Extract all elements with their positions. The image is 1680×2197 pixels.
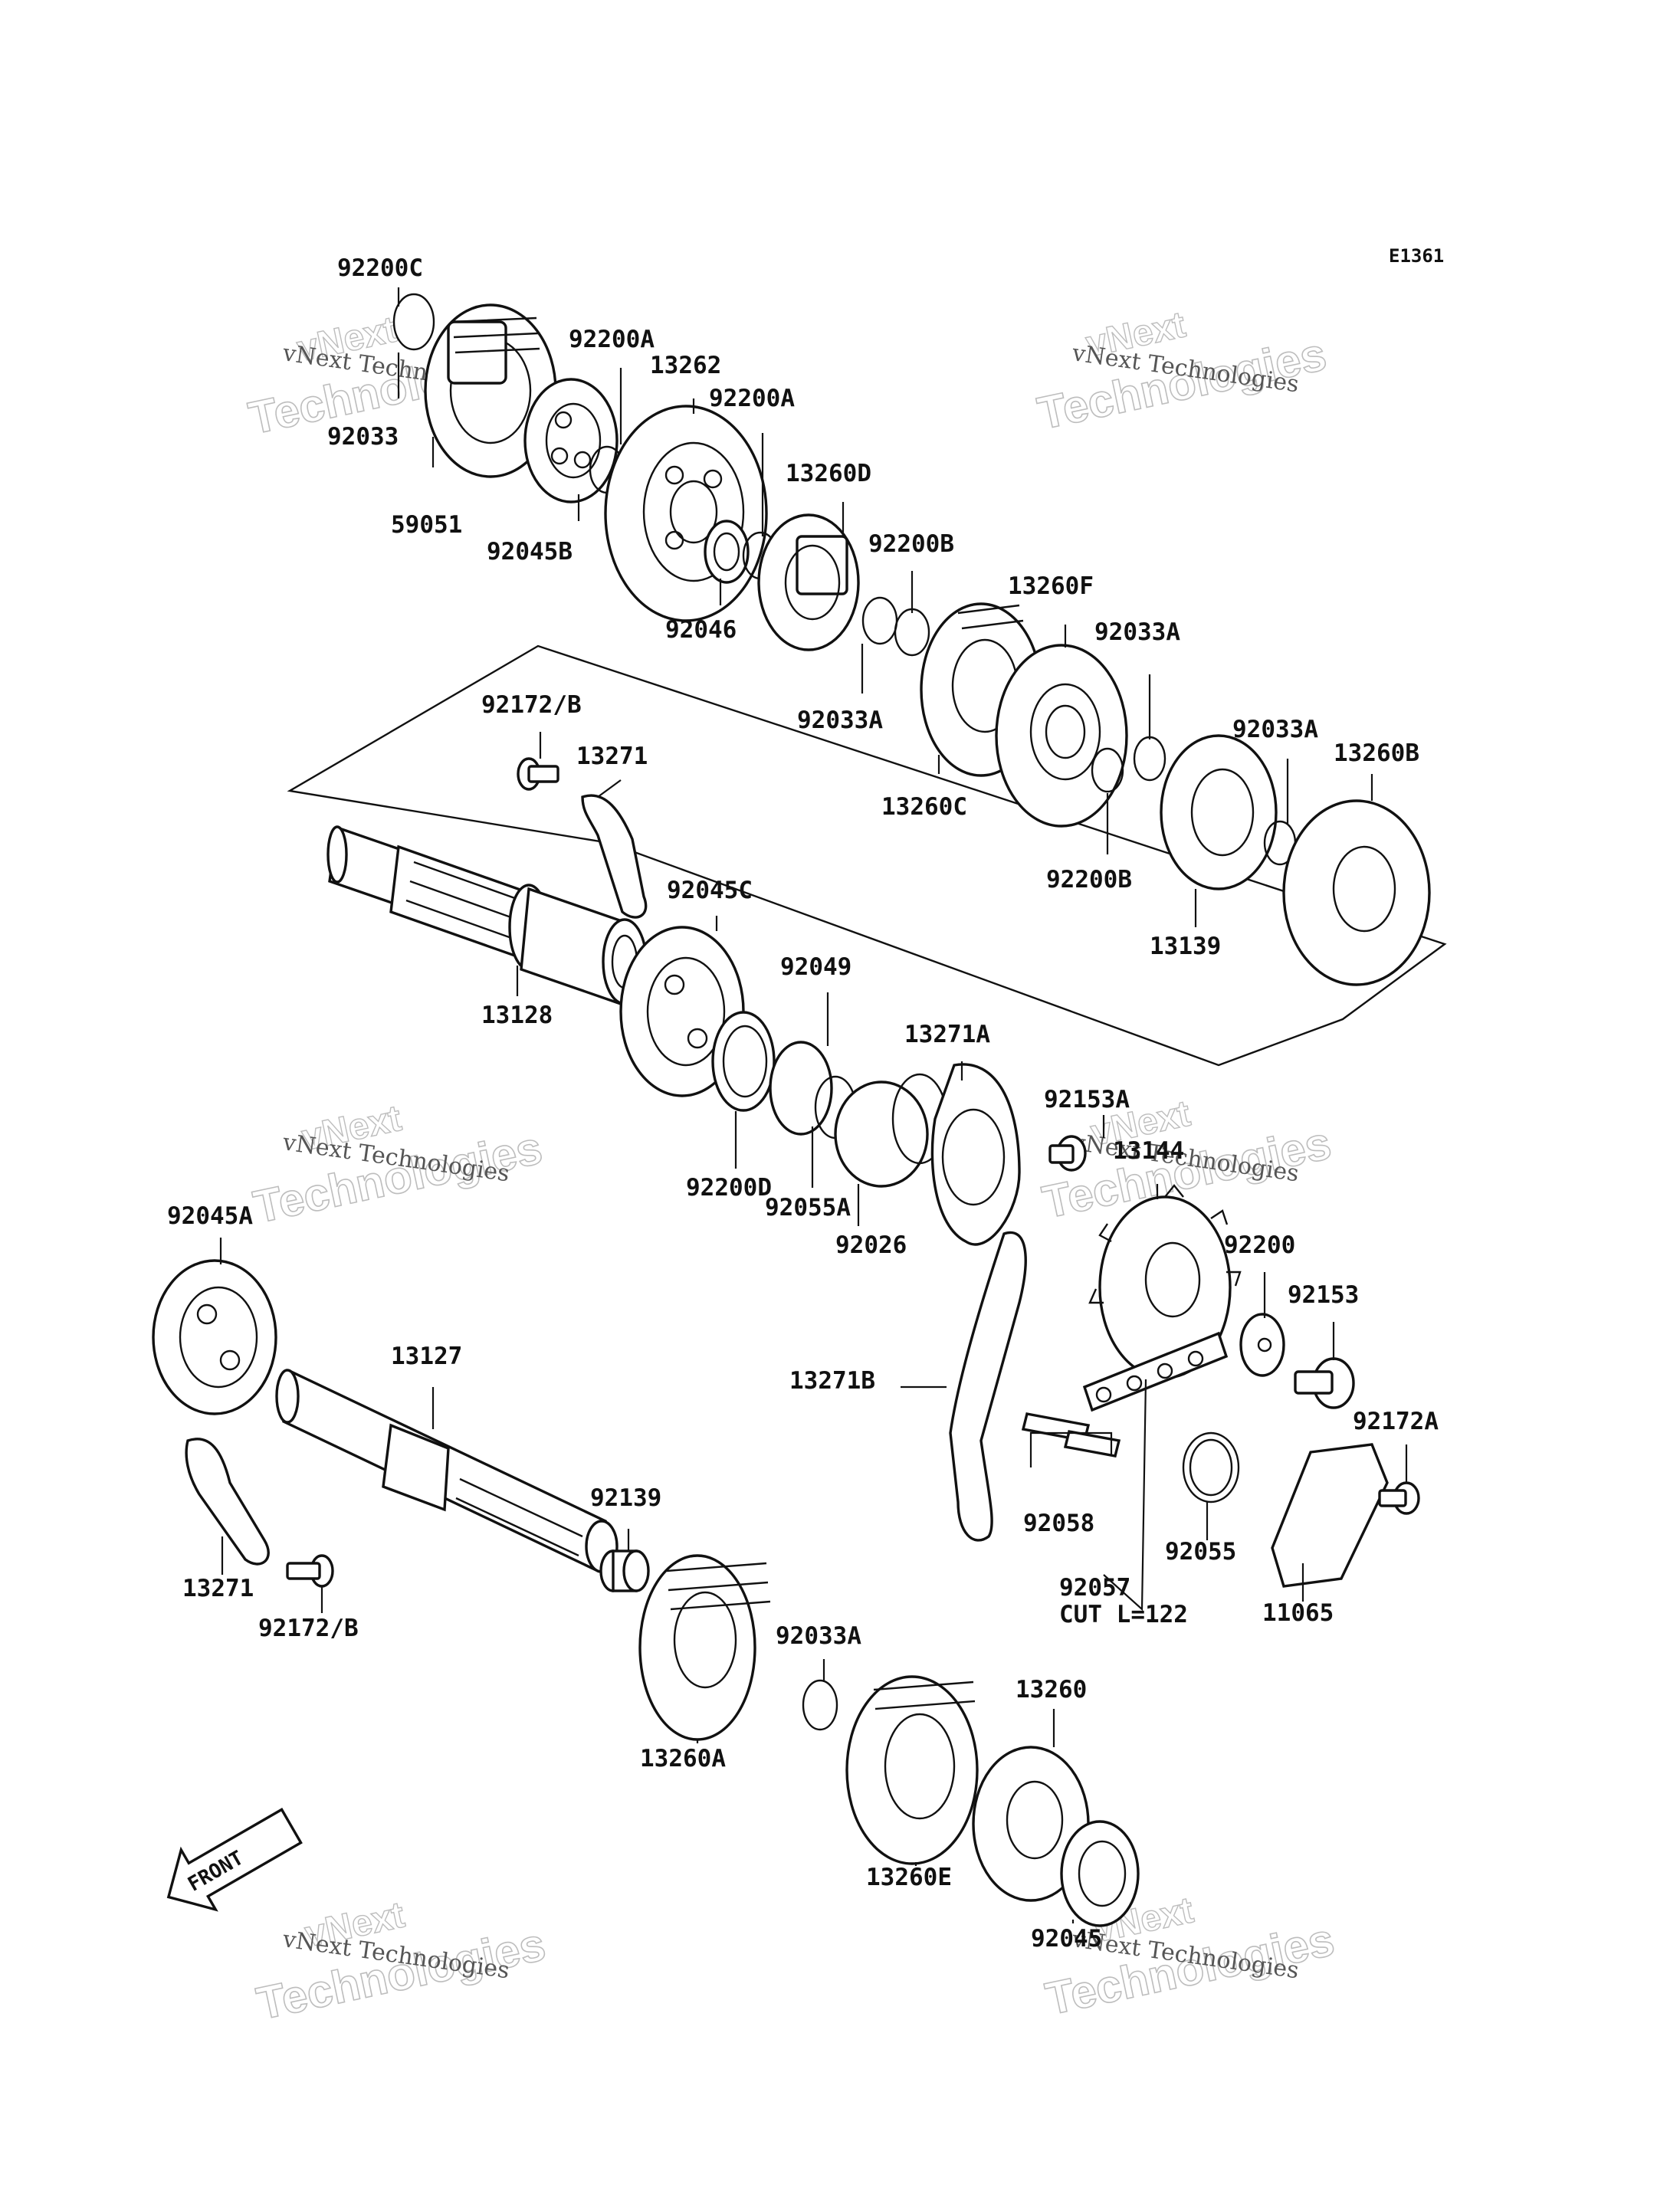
gear-13262-shape bbox=[604, 405, 768, 622]
collar-92049-shape bbox=[769, 1041, 833, 1136]
gear-13260b-shape bbox=[1282, 799, 1431, 986]
circlip-92033a-1-shape bbox=[861, 596, 898, 645]
guide-13271a-shape bbox=[930, 1063, 1021, 1246]
washer-92200-shape bbox=[1239, 1313, 1285, 1377]
label-13260b: 13260B bbox=[1334, 739, 1419, 767]
front-arrow-icon: FRONT bbox=[166, 1808, 303, 1912]
label-92055: 92055 bbox=[1165, 1538, 1236, 1566]
leader-lines bbox=[219, 287, 1408, 1923]
gear-13260a-shape bbox=[638, 1554, 771, 1741]
label-13271-top: 13271 bbox=[576, 743, 648, 770]
label-92200d: 92200D bbox=[686, 1174, 772, 1202]
label-13260a: 13260A bbox=[640, 1745, 726, 1772]
label-92172b-top: 92172/B bbox=[481, 691, 582, 719]
label-92033a-4: 92033A bbox=[776, 1622, 861, 1650]
label-92058: 92058 bbox=[1023, 1510, 1094, 1537]
label-13260e: 13260E bbox=[866, 1864, 952, 1891]
label-92026: 92026 bbox=[835, 1231, 907, 1259]
label-13271b: 13271B bbox=[789, 1367, 875, 1395]
plate-13271-bottom-shape bbox=[185, 1438, 270, 1566]
label-92033a-3: 92033A bbox=[1232, 716, 1318, 743]
label-92200b-1: 92200B bbox=[868, 530, 954, 558]
label-92033a-1: 92033A bbox=[797, 707, 883, 734]
bearing-92045a-shape bbox=[152, 1259, 277, 1415]
label-92055a: 92055A bbox=[765, 1194, 851, 1221]
label-13139: 13139 bbox=[1150, 933, 1221, 960]
bolt-92172b-top-shape bbox=[517, 757, 559, 791]
circlip-92200c-shape bbox=[392, 293, 435, 351]
cover-11065-shape bbox=[1271, 1443, 1389, 1588]
chain-92057-shape bbox=[1082, 1331, 1229, 1412]
label-92172b-bottom: 92172/B bbox=[258, 1615, 359, 1642]
label-92200b-2: 92200B bbox=[1046, 866, 1132, 894]
washer-92200b-1-shape bbox=[894, 608, 930, 657]
label-11065: 11065 bbox=[1262, 1599, 1334, 1627]
input-shaft-13127-shape bbox=[275, 1369, 619, 1573]
bolt-92172a-shape bbox=[1378, 1481, 1420, 1515]
label-13271a: 13271A bbox=[904, 1021, 990, 1048]
top-shaft-parts bbox=[392, 293, 1431, 986]
label-13260c: 13260C bbox=[881, 793, 967, 821]
label-13260f: 13260F bbox=[1008, 572, 1094, 600]
label-92200a-2: 92200A bbox=[709, 385, 795, 412]
shifter-13139-shape bbox=[1160, 734, 1278, 890]
label-92045c: 92045C bbox=[667, 877, 753, 904]
bearing-92045b-shape bbox=[523, 378, 619, 503]
diagram-code: E1361 bbox=[1389, 245, 1444, 267]
circlip-92033a-4-shape bbox=[802, 1679, 838, 1731]
label-92046: 92046 bbox=[665, 616, 737, 644]
label-13127: 13127 bbox=[391, 1343, 462, 1370]
bolt-92153-shape bbox=[1294, 1357, 1355, 1409]
arm-13271b-shape bbox=[949, 1231, 1027, 1542]
bolt-92172b-bottom-shape bbox=[286, 1554, 334, 1588]
label-92045: 92045 bbox=[1031, 1925, 1102, 1953]
label-92200a-1: 92200A bbox=[569, 326, 655, 353]
label-92033a-2: 92033A bbox=[1094, 618, 1180, 646]
needle-bearing-92046-shape bbox=[704, 520, 750, 584]
chain-link-92058-shape bbox=[1021, 1412, 1121, 1458]
label-92200: 92200 bbox=[1224, 1231, 1295, 1259]
bearing-92045-shape bbox=[1060, 1820, 1140, 1927]
label-92153a: 92153A bbox=[1044, 1086, 1130, 1113]
washer-92200d-shape bbox=[711, 1011, 776, 1112]
label-13260: 13260 bbox=[1016, 1676, 1087, 1703]
washer-92200b-2-shape bbox=[1091, 747, 1124, 793]
oring-92055-shape bbox=[1182, 1431, 1240, 1503]
circlip-92033a-2-shape bbox=[1133, 736, 1166, 782]
part-labels: 92200C 92033 59051 92045B 92200A 13262 9… bbox=[167, 254, 1439, 1953]
gear-13260d-shape bbox=[757, 513, 860, 651]
label-92172a: 92172A bbox=[1353, 1408, 1439, 1435]
output-shaft-13128-shape bbox=[326, 825, 648, 1006]
label-92033: 92033 bbox=[327, 423, 399, 451]
label-13144: 13144 bbox=[1113, 1137, 1184, 1165]
bushing-92139-shape bbox=[599, 1549, 650, 1592]
bolt-92153a-shape bbox=[1048, 1135, 1087, 1172]
label-92200c: 92200C bbox=[337, 254, 423, 282]
label-13262: 13262 bbox=[650, 352, 721, 379]
gear-59051-shape bbox=[424, 303, 557, 478]
label-92049: 92049 bbox=[780, 953, 851, 981]
label-92139: 92139 bbox=[590, 1484, 661, 1512]
label-92045b: 92045B bbox=[487, 538, 573, 566]
label-13271-bottom: 13271 bbox=[182, 1575, 254, 1602]
plate-13271-top-shape bbox=[581, 794, 648, 919]
label-92057: 92057 bbox=[1059, 1574, 1130, 1602]
label-92057-cut-length: CUT L=122 bbox=[1059, 1601, 1188, 1628]
gear-13260e-shape bbox=[845, 1675, 979, 1865]
label-13260d: 13260D bbox=[786, 460, 871, 487]
label-92153: 92153 bbox=[1288, 1281, 1359, 1309]
label-13128: 13128 bbox=[481, 1002, 553, 1029]
label-92045a: 92045A bbox=[167, 1202, 253, 1230]
label-59051: 59051 bbox=[391, 511, 462, 539]
